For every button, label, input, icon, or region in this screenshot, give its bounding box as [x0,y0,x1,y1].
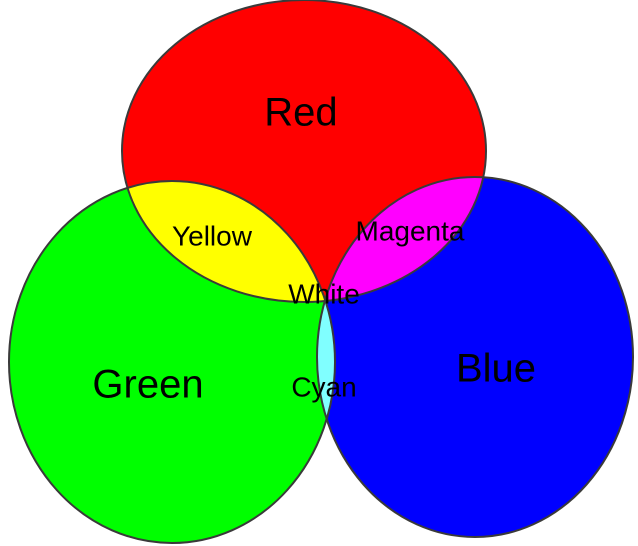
white-label: White [288,278,360,309]
blue-label: Blue [456,347,536,391]
magenta-overlap [317,177,486,302]
red-label: Red [264,91,337,135]
cyan-label: Cyan [291,371,356,402]
green-circle-outline [8,180,336,544]
green-label: Green [92,363,203,407]
yellow-overlap [122,181,335,302]
yellow-label: Yellow [172,220,253,251]
red-circle-outline [121,0,487,303]
magenta-label: Magenta [356,215,465,246]
blue-circle-outline [316,176,634,538]
